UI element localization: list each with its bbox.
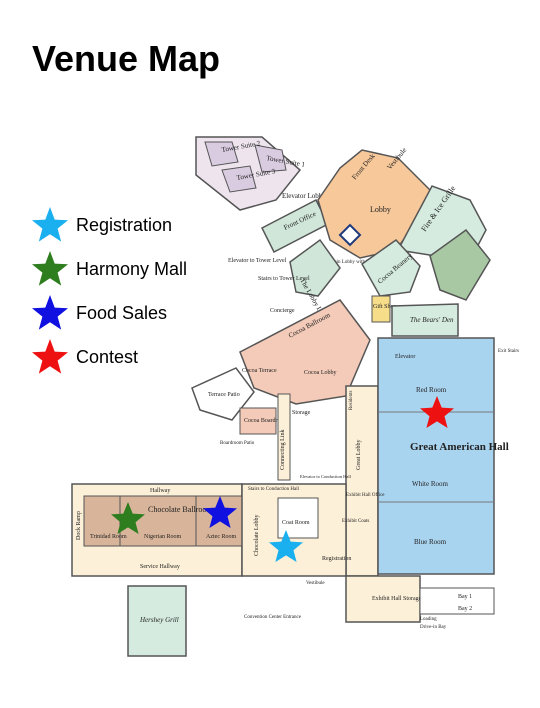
terrace-patio-label: Terrace Patio: [208, 392, 240, 398]
patio: [429, 228, 491, 301]
elevator-tower-label: Elevator to Tower Level: [228, 258, 287, 264]
connecting-link: [277, 393, 291, 481]
dock-ramp-label: Dock Ramp: [76, 511, 82, 540]
legend-label: Food Sales: [76, 302, 168, 323]
drive-in-bay-label: Drive-in Bay: [420, 625, 447, 630]
bears-den-label: The Bears' Den: [410, 316, 454, 324]
legend-item-registration: Registration: [30, 203, 187, 247]
page-title: Venue Map: [32, 38, 221, 79]
elevator-lobby-label: Elevator Lobby: [282, 192, 326, 200]
white-room-label: White Room: [412, 480, 449, 488]
gift-shop: [371, 295, 391, 323]
legend-item-food-sales: Food Sales: [30, 291, 187, 335]
star-icon: [32, 207, 68, 242]
convention-entrance-label: Convention Center Entrance: [244, 615, 302, 620]
loading-bays: [419, 587, 495, 615]
exhibit-coats-label: Exhibit Coats: [342, 519, 369, 524]
terrace-patio: [191, 367, 255, 421]
service-hallway-label: Service Hallway: [140, 564, 180, 570]
storage-label: Storage: [292, 410, 311, 416]
legend: Registration Harmony Mall Food Sales Con…: [30, 203, 187, 379]
loading-label: Loading: [420, 617, 437, 622]
registration-star-icon: [269, 530, 303, 562]
legend-label: Registration: [76, 214, 173, 235]
exhibit-hall-office-label: Exhibit Hall Office: [346, 493, 385, 498]
elevator-connection-label: Elevator to Conduction Hall: [300, 474, 352, 479]
cocoa-boardroom-label: Cocoa Boardroom: [244, 418, 288, 424]
coat-room: [277, 497, 319, 539]
great-lobby: [345, 385, 379, 577]
great-american-hall: [377, 337, 495, 575]
bay-2-label: Bay 2: [458, 606, 472, 612]
residents-label: Residents: [349, 391, 354, 410]
contest-star-icon: [420, 396, 454, 428]
trinidad-room-label: Trinidad Room: [90, 534, 127, 540]
legend-item-contest: Contest: [30, 335, 187, 379]
star-icon: [32, 295, 68, 330]
star-icon: [32, 339, 68, 374]
coat-room-label: Coat Room: [282, 520, 310, 526]
legend-item-harmony-mall: Harmony Mall: [30, 247, 187, 291]
cocoa-beanery: [361, 239, 421, 297]
great-lobby-label: Great Lobby: [356, 440, 362, 471]
harmony-mall-star-icon: [111, 502, 145, 534]
chocolate-lobby-label: Chocolate Lobby: [254, 515, 260, 557]
blue-room-label: Blue Room: [414, 538, 447, 546]
registration-label: Registration: [322, 556, 351, 562]
nigerian-room-label: Nigerian Room: [144, 534, 181, 540]
star-icon: [32, 251, 68, 286]
bears-den: [391, 303, 459, 337]
chocolate-ballroom-label: Chocolate Ballroom: [148, 505, 213, 514]
connecting-link-label: Connecting Link: [280, 430, 286, 471]
cocoa-lobby-label: Cocoa Lobby: [304, 370, 337, 376]
stairs-connection-label: Stairs to Conduction Hall: [248, 487, 300, 492]
food-sales-star-icon: [203, 496, 237, 528]
exhibit-hall-storage-label: Exhibit Hall Storage: [372, 596, 422, 602]
great-american-hall-label: Great American Hall: [410, 441, 509, 453]
aztec-room-label: Aztec Room: [206, 534, 236, 540]
concierge-label: Concierge: [270, 308, 295, 314]
stairs-tower-label: Stairs to Tower Level: [258, 276, 310, 282]
lobby-label: Lobby: [370, 205, 391, 214]
exhibit-hall-storage: [345, 575, 421, 623]
bay-1-label: Bay 1: [458, 594, 472, 600]
elevator-label: Elevator: [395, 354, 415, 360]
vestibule-label: Vestibule: [306, 581, 325, 586]
cocoa-boardroom: [239, 407, 277, 435]
lobby-lounge: [289, 238, 341, 297]
cocoa-terrace-label: Cocoa Terrace: [242, 368, 277, 374]
legend-label: Contest: [76, 346, 139, 367]
hershey-grill: [127, 585, 187, 657]
hershey-grill-label: Hershey Grill: [139, 616, 179, 624]
main-lobby-label: Main Lobby with Fireplace: [330, 260, 386, 265]
legend-label: Harmony Mall: [76, 258, 188, 279]
tower-area: [195, 136, 302, 211]
hallway-label: Hallway: [150, 488, 170, 494]
gift-shop-label: Gift Shop: [373, 303, 397, 310]
fireplace-icon: [338, 223, 362, 247]
exit-stairs-label: Exit Stairs: [498, 349, 519, 354]
red-room-label: Red Room: [416, 386, 447, 394]
boardroom-patio-label: Boardroom Patio: [220, 441, 255, 446]
